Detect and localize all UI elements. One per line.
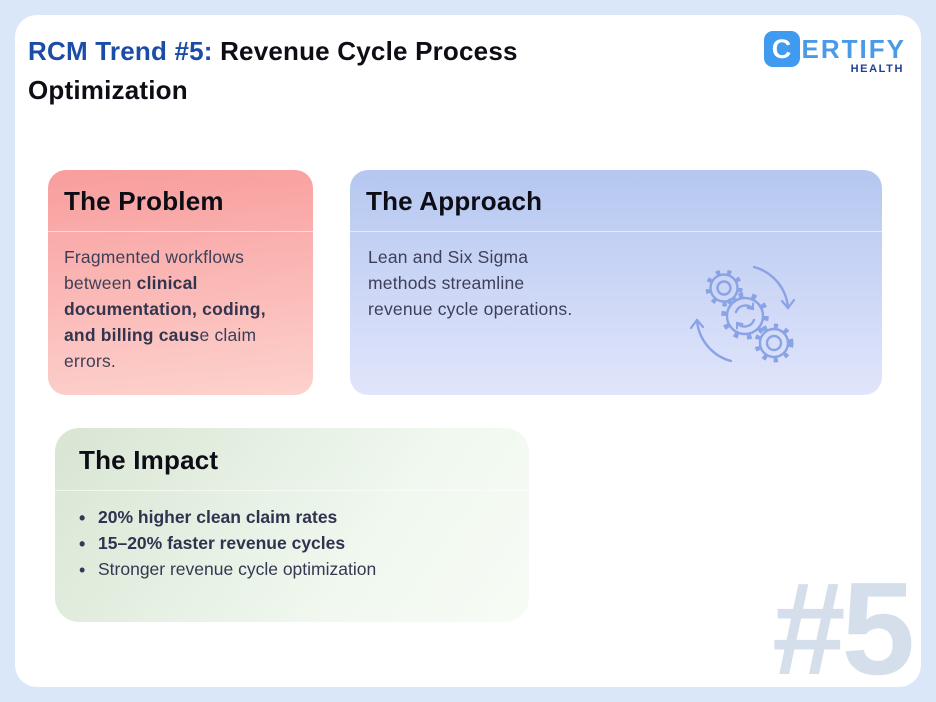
logo-word: ERTIFY — [801, 33, 906, 64]
impact-bullet: 20% higher clean claim rates — [79, 505, 513, 532]
impact-bullet: 15–20% faster revenue cycles — [79, 531, 513, 558]
approach-card-body: Lean and Six Sigma methods streamline re… — [368, 247, 573, 319]
impact-bullet-list: 20% higher clean claim rates 15–20% fast… — [55, 491, 529, 583]
impact-card-divider — [55, 490, 529, 491]
approach-card-divider — [350, 231, 882, 232]
problem-card-divider — [48, 231, 313, 232]
logo-c-icon: C — [763, 31, 800, 67]
trend-number-watermark: #5 — [772, 555, 915, 688]
impact-card-title: The Impact — [79, 445, 219, 475]
problem-body-post: e claim errors. — [64, 324, 257, 371]
impact-card: The Impact 20% higher clean claim rates … — [55, 428, 529, 622]
problem-card-title: The Problem — [64, 186, 224, 216]
page-title: RCM Trend #5: Revenue Cycle Process Opti… — [28, 32, 613, 110]
problem-body-bold: clinical documentation, coding, and bill… — [64, 272, 266, 345]
certify-health-logo: C ERTIFY HEALTH — [751, 31, 906, 75]
page-title-rest: Revenue Cycle Process Optimization — [28, 36, 518, 105]
approach-card: The Approach Lean and Six Sigma methods … — [350, 170, 882, 395]
problem-body-pre: Fragmented workflows between — [64, 247, 245, 293]
slide-page: RCM Trend #5: Revenue Cycle Process Opti… — [15, 15, 921, 687]
page-title-accent: RCM Trend #5: — [28, 36, 213, 66]
problem-card: The Problem Fragmented workflows between… — [48, 170, 313, 395]
impact-bullet: Stronger revenue cycle optimization — [79, 557, 513, 584]
logo-wordmark: C ERTIFY — [763, 31, 906, 67]
approach-card-title: The Approach — [366, 186, 543, 216]
problem-card-body: Fragmented workflows between clinical do… — [48, 232, 313, 374]
gears-cycle-icon — [684, 258, 802, 370]
logo-subtitle: HEALTH — [850, 63, 904, 75]
